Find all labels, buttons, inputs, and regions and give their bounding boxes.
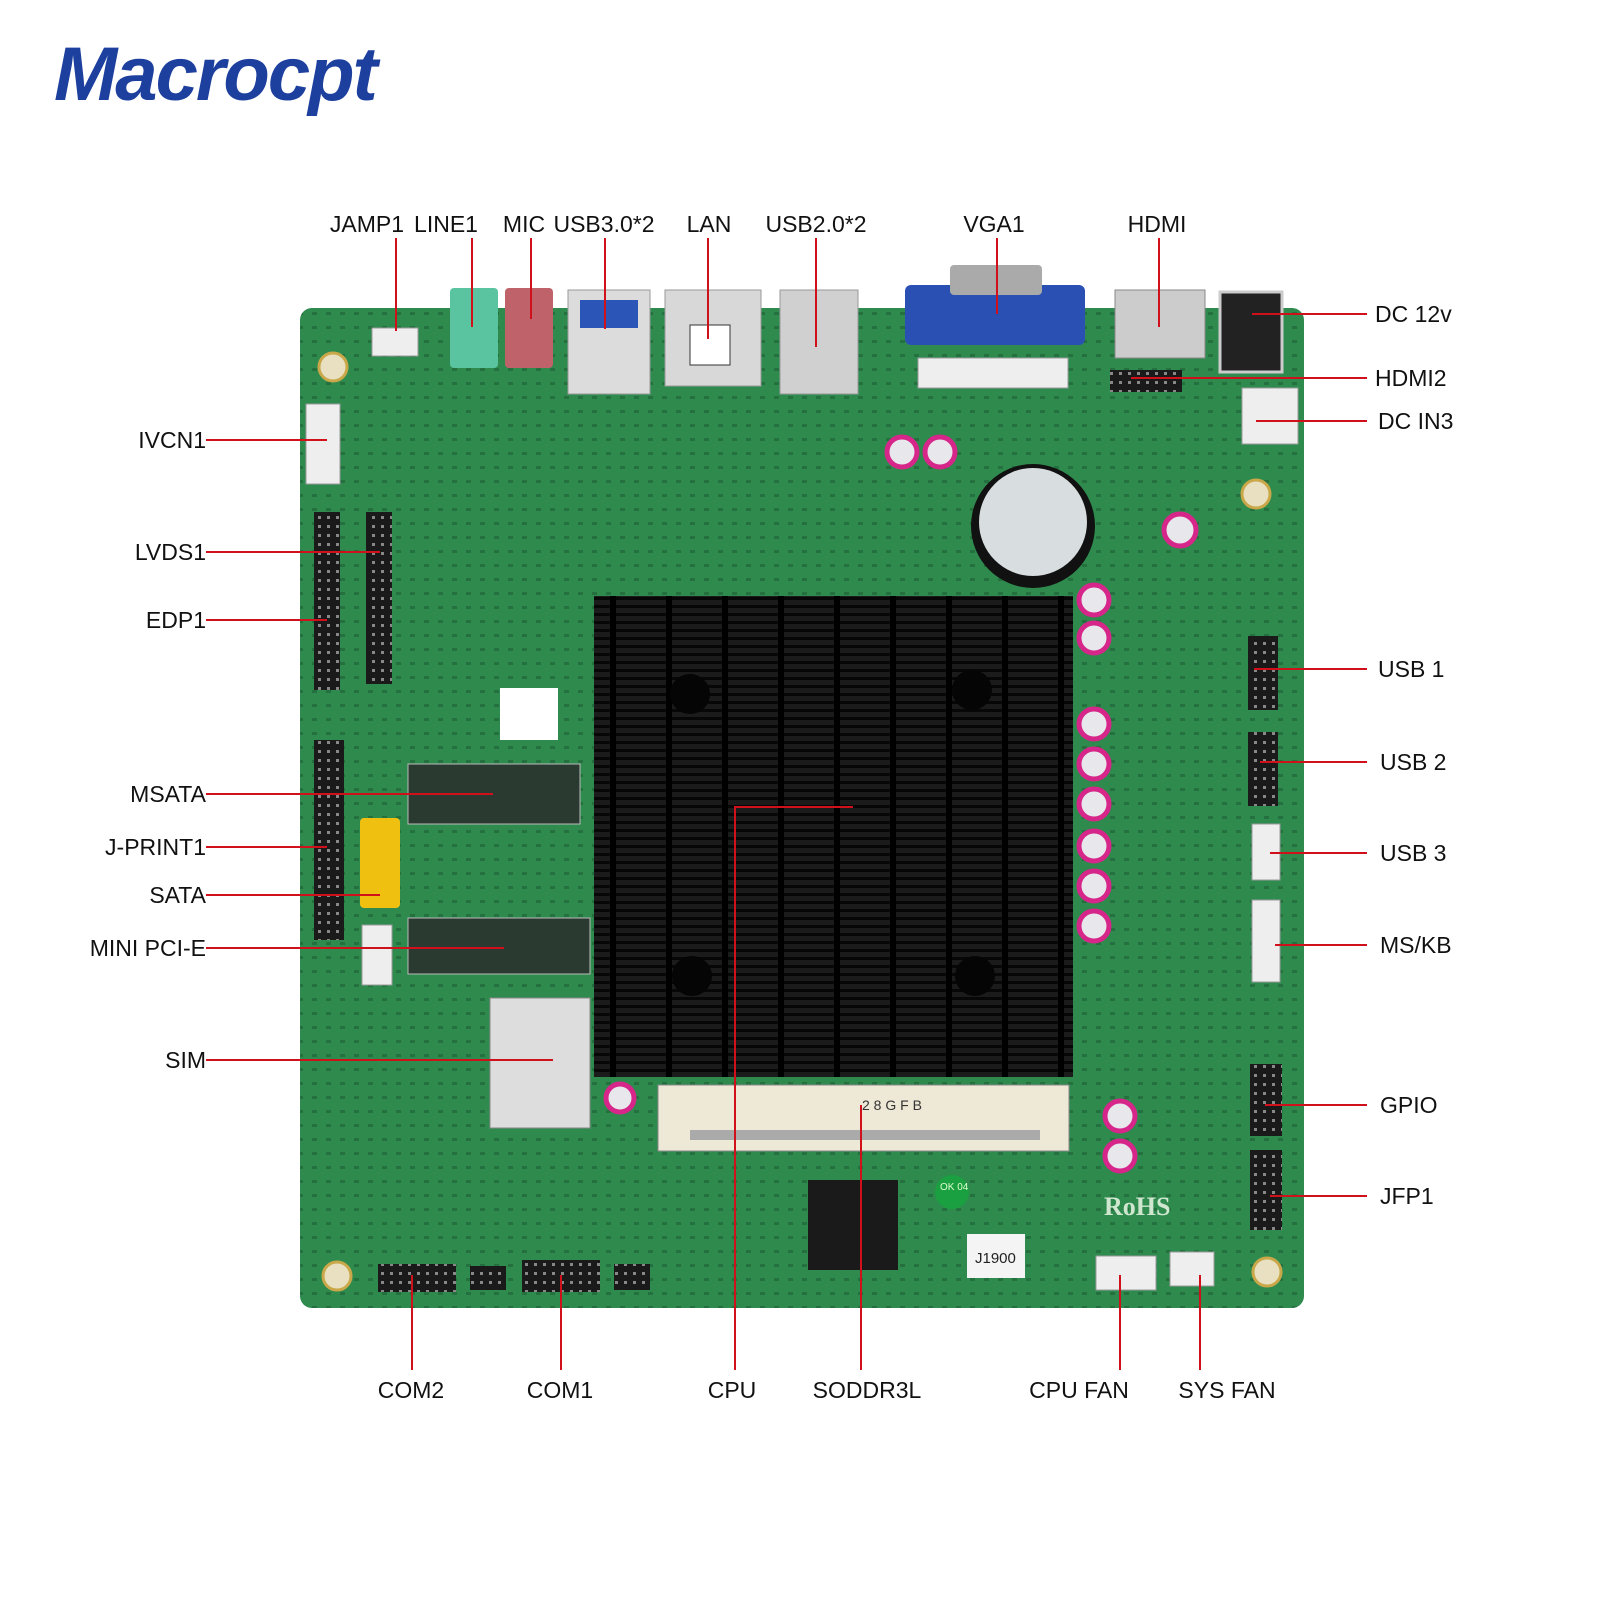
- label-dc-in3: DC IN3: [1378, 408, 1453, 434]
- vga-port: [905, 285, 1085, 345]
- sys-fan-connector: [1169, 1251, 1215, 1287]
- label-vga1: VGA1: [963, 211, 1024, 237]
- label-usb-3: USB 3: [1380, 840, 1446, 866]
- label-edp1: EDP1: [146, 607, 206, 633]
- gpio-header: [1250, 1064, 1282, 1136]
- label-jamp1: JAMP1: [330, 211, 404, 237]
- rohs-mark: RoHS: [1104, 1192, 1170, 1221]
- label-line1: LINE1: [414, 211, 478, 237]
- header-misc-2: [614, 1264, 650, 1290]
- motherboard: 2 8 G F B J1900 OK 04 RoHS: [300, 265, 1304, 1308]
- dc-in3-connector: [1241, 387, 1299, 445]
- brand-logo: Macrocpt: [54, 32, 381, 117]
- cpu-fan-connector: [1095, 1255, 1157, 1291]
- label-mini-pcie: MINI PCI-E: [90, 935, 206, 961]
- leader-lines: [206, 238, 1367, 1370]
- cpu-model-label: [967, 1234, 1025, 1278]
- com2-header: [378, 1264, 456, 1292]
- label-lan: LAN: [687, 211, 732, 237]
- ok-sticker: OK 04: [940, 1182, 969, 1193]
- usb2-ports: [779, 289, 859, 395]
- label-ivcn1: IVCN1: [138, 427, 206, 453]
- label-gpio: GPIO: [1380, 1092, 1438, 1118]
- ite-chip: [808, 1180, 898, 1270]
- label-jfp1: JFP1: [1380, 1183, 1434, 1209]
- label-usb3: USB3.0*2: [553, 211, 654, 237]
- label-sys-fan: SYS FAN: [1178, 1377, 1275, 1403]
- cmos-battery: [979, 468, 1087, 576]
- heatsink-screws: [670, 670, 995, 996]
- cpu-heatsink: [594, 596, 1073, 1077]
- label-hdmi: HDMI: [1128, 211, 1187, 237]
- mini-pcie-slot: [407, 917, 591, 975]
- label-cpu-fan: CPU FAN: [1029, 1377, 1129, 1403]
- label-usb-2: USB 2: [1380, 749, 1446, 775]
- lvds1-header: [366, 512, 392, 684]
- j-print1-header: [314, 740, 344, 940]
- cpu-model-text: J1900: [975, 1250, 1016, 1267]
- dc-jack: [1218, 290, 1284, 374]
- edp1-header: [314, 512, 340, 690]
- label-cpu: CPU: [708, 1377, 757, 1403]
- jfp1-header: [1250, 1150, 1282, 1230]
- label-usb2: USB2.0*2: [765, 211, 866, 237]
- mini-pcie-power: [361, 924, 393, 986]
- capacitors: [603, 434, 1199, 1174]
- sim-slot: [489, 997, 591, 1129]
- qr-label: [500, 688, 558, 740]
- ms-kb-connector: [1251, 899, 1281, 983]
- jamp1-header: [371, 327, 419, 357]
- left-labels: IVCN1 LVDS1 EDP1 MSATA J-PRINT1 SATA MIN…: [90, 427, 207, 1073]
- sodimm-marking: 2 8 G F B: [862, 1097, 922, 1113]
- usb1-header: [1248, 636, 1278, 710]
- header-misc: [470, 1266, 506, 1290]
- label-msata: MSATA: [130, 781, 206, 807]
- usb2-header: [1248, 732, 1278, 806]
- label-com2: COM2: [378, 1377, 444, 1403]
- bottom-labels: COM2 COM1 CPU SODDR3L CPU FAN SYS FAN: [378, 1377, 1276, 1403]
- vga-header: [917, 357, 1069, 389]
- hdmi2-header: [1110, 370, 1182, 392]
- ivcn1-connector: [305, 403, 341, 485]
- label-lvds1: LVDS1: [135, 539, 206, 565]
- mic-jack: [505, 288, 553, 368]
- label-usb-1: USB 1: [1378, 656, 1444, 682]
- line-in-jack: [450, 288, 498, 368]
- label-hdmi2: HDMI2: [1375, 365, 1447, 391]
- sodimm-slot: [657, 1084, 1070, 1152]
- label-ms-kb: MS/KB: [1380, 932, 1452, 958]
- right-labels: DC 12v HDMI2 DC IN3 USB 1 USB 2 USB 3 MS…: [1375, 301, 1453, 1209]
- label-com1: COM1: [527, 1377, 593, 1403]
- label-sata: SATA: [149, 882, 206, 908]
- sata-port: [360, 818, 400, 908]
- label-dc-12v: DC 12v: [1375, 301, 1452, 327]
- label-mic: MIC: [503, 211, 545, 237]
- label-sim: SIM: [165, 1047, 206, 1073]
- top-labels: JAMP1 LINE1 MIC USB3.0*2 LAN USB2.0*2 VG…: [330, 211, 1186, 237]
- label-j-print1: J-PRINT1: [105, 834, 206, 860]
- mounting-holes: [317, 351, 1283, 1292]
- label-soddr3l: SODDR3L: [813, 1377, 922, 1403]
